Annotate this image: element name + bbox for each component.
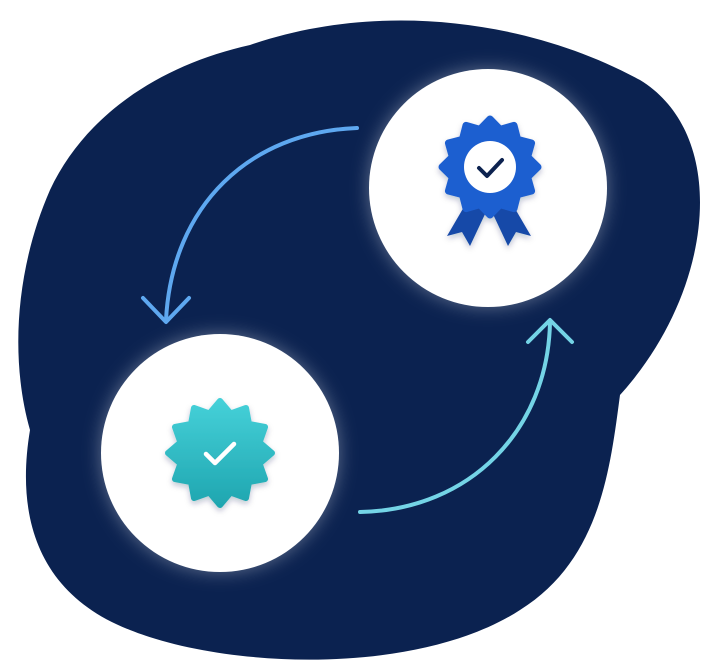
verified-check-mark: [203, 441, 237, 466]
award-inner-disc: [464, 141, 516, 193]
background-blob: [18, 20, 700, 660]
award-circle: [369, 69, 607, 307]
arrow-to-verified-path: [164, 126, 359, 322]
award-ribbon-icon: [438, 115, 542, 246]
award-ribbon-right: [492, 200, 531, 246]
curved-arrow-up-right-icon: [358, 318, 574, 514]
arrow-to-verified-head: [141, 296, 191, 324]
verified-badge-shape: [165, 398, 275, 508]
arrow-to-award-path: [358, 320, 552, 514]
award-check-mark: [477, 158, 504, 178]
verified-badge-icon: [165, 398, 275, 508]
verified-badge-body: [165, 398, 275, 508]
curved-arrow-down-left-icon: [141, 126, 359, 324]
arrow-to-award-head: [526, 318, 574, 344]
verified-circle: [101, 334, 339, 572]
award-ribbon-left: [447, 200, 486, 246]
